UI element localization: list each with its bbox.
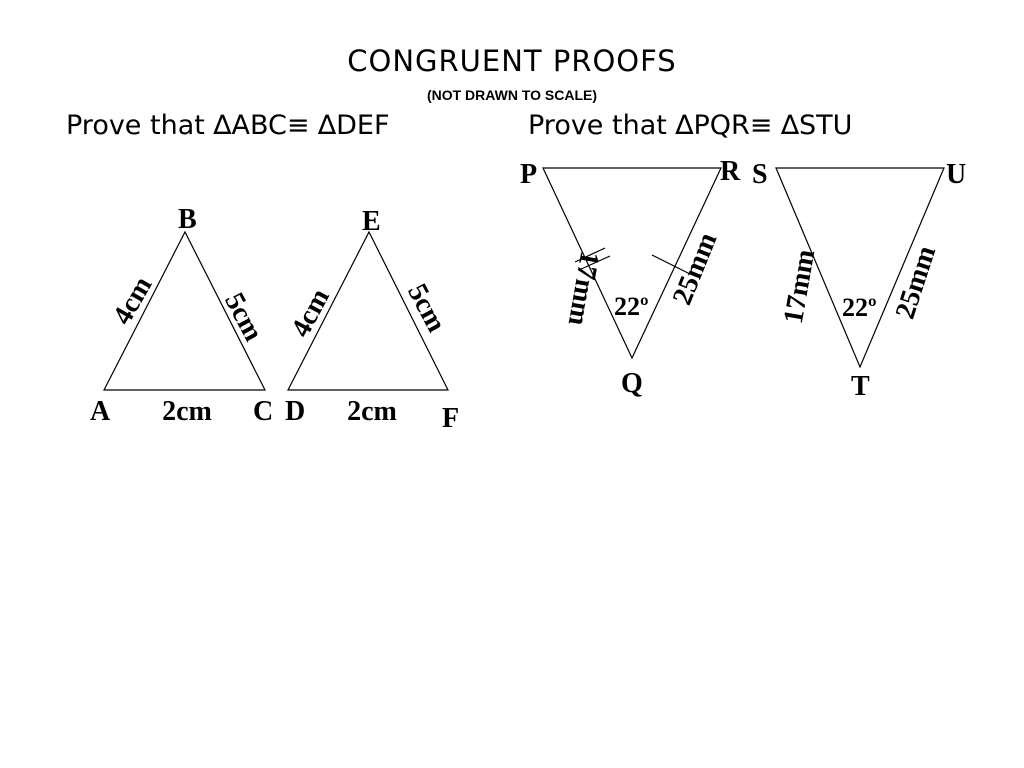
side-pq-label: 17mm [562,249,605,328]
triangle-def: D E F 4cm 5cm 2cm [285,206,459,434]
angle-q-label: 22º [614,292,649,321]
side-tu-label: 25mm [890,242,943,323]
triangle-pqr: P Q R 17mm 25mm 22º [520,156,741,399]
vertex-r-label: R [720,156,741,187]
vertex-a-label: A [90,396,111,427]
vertex-b-label: B [178,204,197,235]
tick-mark-pq-1 [574,247,606,263]
triangle-abc-outline [103,230,266,391]
tick-mark-qr [651,254,691,275]
vertex-u-label: U [946,159,966,190]
side-ab-label: 4cm [107,271,159,330]
triangle-stu: S T U 17mm 25mm 22º [752,159,966,402]
side-ef-label: 5cm [401,279,452,337]
vertex-q-label: Q [621,368,643,399]
side-de-label: 4cm [285,284,336,342]
side-ac-label: 2cm [162,396,212,427]
triangle-def-outline [287,230,449,391]
vertex-c-label: C [253,396,273,427]
vertex-s-label: S [752,159,768,190]
side-df-label: 2cm [347,396,397,427]
side-st-label: 17mm [778,247,821,326]
prompt-pqr-stu: Prove that ∆PQR≡ ∆STU [528,110,853,141]
triangle-abc: A B C 4cm 5cm 2cm [90,204,273,427]
triangle-stu-outline [775,167,945,369]
vertex-p-label: P [520,159,537,190]
vertex-e-label: E [362,206,381,237]
prompt-abc-def: Prove that ∆ABC≡ ∆DEF [66,110,390,141]
side-qr-label: 25mm [667,228,724,309]
vertex-d-label: D [285,396,305,427]
side-bc-label: 5cm [218,288,269,346]
vertex-f-label: F [442,403,459,434]
page-subtitle: (NOT DRAWN TO SCALE) [426,87,598,103]
angle-t-label: 22º [842,293,877,322]
triangle-pqr-outline [542,167,722,360]
page-title: CONGRUENT PROOFS [347,44,677,78]
tick-mark-pq-2 [578,255,611,271]
vertex-t-label: T [851,371,870,402]
